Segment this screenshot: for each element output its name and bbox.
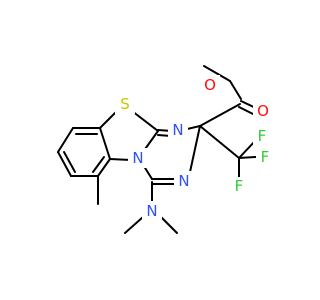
bond-c4b-c3a (97, 158, 111, 177)
atom-background (256, 148, 274, 166)
atom-background (200, 75, 220, 95)
atom-symbol-n: N (172, 121, 183, 139)
bond-carbonyl-quaternary (199, 103, 241, 127)
atom-ring-nitrogen-fused: N (128, 148, 148, 168)
atom-symbol-f: F (258, 127, 267, 145)
atom-background (253, 127, 271, 145)
atom-fluorine-right: F (256, 148, 274, 166)
bond-c2-s (131, 110, 159, 132)
atom-background (230, 177, 248, 195)
bond-o-carbonyl-c (229, 80, 242, 100)
bond-amine-methyl-left (124, 216, 144, 234)
bond-carbonyl-double-b (238, 106, 256, 116)
bond-methyl-o (203, 65, 231, 82)
atom-fluorine-bottom: F (230, 177, 248, 195)
atom-ring-sulfur: S (115, 94, 135, 114)
bond-amine-methyl-right (160, 216, 178, 234)
atom-background (142, 201, 162, 221)
bond-c4b-c3a-double (92, 156, 105, 173)
atom-ring-nitrogen-lower: N (174, 171, 194, 191)
molecule-structure: O O S N N N N F (57, 65, 274, 234)
atom-symbol-s: S (120, 95, 130, 113)
atom-symbol-n: N (132, 149, 143, 167)
bond-c7-c6 (57, 127, 74, 153)
atom-symbol-n: N (178, 172, 189, 190)
bond-cf3-f-top (238, 140, 256, 159)
atom-symbol-f: F (235, 177, 244, 195)
atom-background (115, 94, 135, 114)
atom-background (253, 101, 273, 121)
atom-ring-nitrogen-upper: N (168, 120, 188, 140)
atom-symbol-o: O (257, 102, 269, 120)
bond-c3a-c7a (99, 127, 111, 160)
atom-background (168, 120, 188, 140)
atom-symbol-o: O (204, 76, 216, 94)
atom-symbol-n: N (146, 202, 157, 220)
bond-c6-c5-double (63, 151, 76, 173)
bond-quaternary-n-lower (189, 125, 201, 173)
atom-background (128, 148, 148, 168)
bond-quaternary-cf3 (199, 125, 240, 159)
bond-cf3-f-right (238, 156, 257, 159)
atom-ester-oxygen-carbonyl: O (253, 101, 273, 121)
atom-background (174, 171, 194, 191)
atom-amine-nitrogen: N (142, 201, 162, 221)
atom-label-layer: O O S N N N N F (115, 75, 274, 221)
atom-ester-oxygen-methoxy: O (200, 75, 220, 95)
atom-fluorine-top: F (253, 127, 271, 145)
atom-symbol-f: F (261, 148, 270, 166)
bond-c6-c5 (57, 151, 72, 177)
